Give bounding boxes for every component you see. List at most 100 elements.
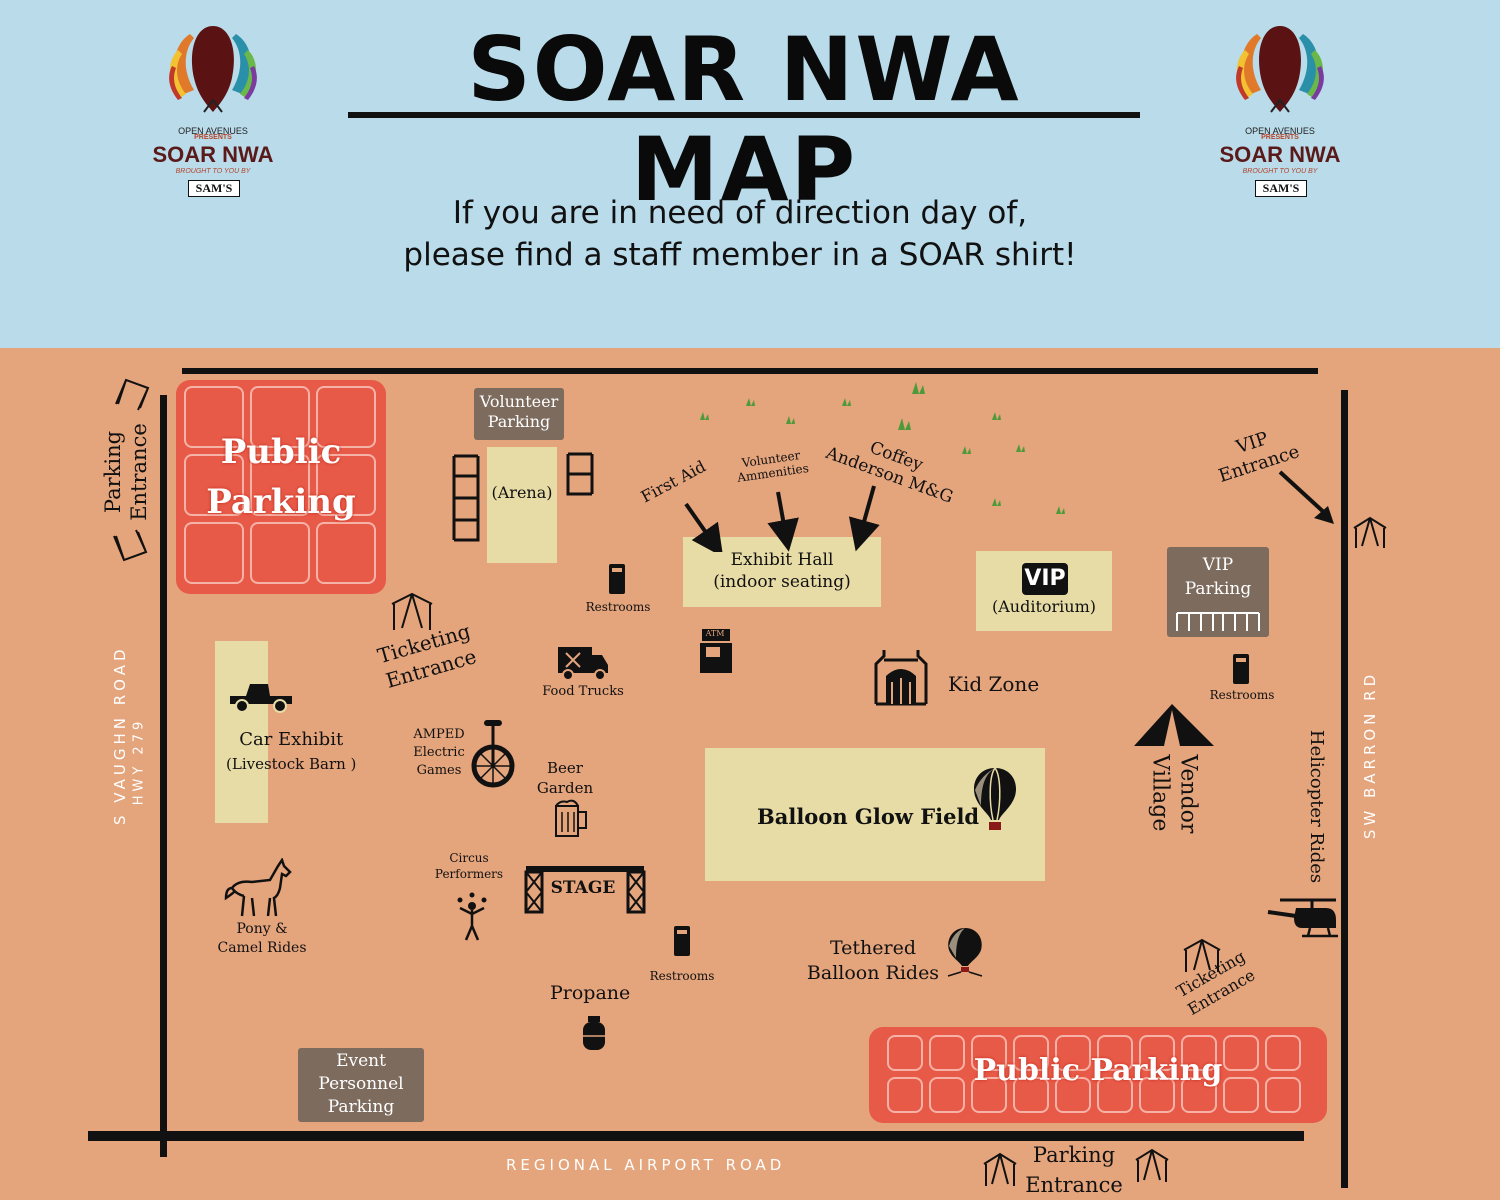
- logo-brought-by: BROUGHT TO YOU BY: [1242, 168, 1318, 175]
- amped-line-1: AMPED: [413, 727, 465, 742]
- subtitle-line-1: If you are in need of direction day of,: [452, 195, 1028, 231]
- event-personnel-line-1: Event: [336, 1051, 386, 1071]
- vip-badge: VIP: [1022, 563, 1068, 595]
- vip-auditorium[interactable]: VIP (Auditorium): [976, 551, 1112, 631]
- parking-stall: [1223, 1077, 1259, 1113]
- parking-stall: [971, 1035, 1007, 1071]
- parking-stall: [1013, 1035, 1049, 1071]
- vip-auditorium-label: (Auditorium): [991, 597, 1096, 616]
- logo-open-avenues: OPEN AVENUES: [178, 126, 248, 136]
- north-fence-line: [182, 368, 1318, 374]
- stage-label: STAGE: [550, 878, 616, 898]
- juggler-icon: [457, 892, 487, 941]
- vip-parking-line-2: Parking: [1184, 579, 1252, 599]
- public-parking-se[interactable]: Public Parking: [869, 1027, 1327, 1123]
- tent-icon: [1183, 938, 1221, 972]
- circus-line-2: Performers: [434, 867, 504, 881]
- amped-games-label: AMPED Electric Games: [406, 726, 472, 780]
- vip-parking-label: VIP Parking: [1167, 553, 1269, 601]
- public-parking-nw-label-1: Public: [220, 432, 342, 472]
- car-exhibit-barn[interactable]: [215, 641, 268, 823]
- event-personnel-parking[interactable]: Event Personnel Parking: [298, 1048, 424, 1122]
- balloon-logo-icon: [1236, 26, 1324, 113]
- logo-presents: PRESENTS: [194, 134, 232, 141]
- parking-stall: [1181, 1035, 1217, 1071]
- parking-stall: [316, 386, 376, 448]
- parking-stall: [1139, 1077, 1175, 1113]
- bleachers-icon: [566, 452, 594, 496]
- logo-soar-nwa: SOAR NWA: [152, 142, 274, 167]
- page-title: SOAR NWA MAP: [467, 18, 1021, 221]
- restrooms-label-south: Restrooms: [649, 969, 715, 983]
- public-parking-nw-label-2: Parking: [206, 482, 356, 522]
- tethered-line-2: Balloon Rides: [806, 962, 940, 984]
- vip-entrance-arrow: [1278, 470, 1334, 524]
- restrooms-label-north: Restrooms: [585, 600, 651, 614]
- parking-stall: [250, 386, 310, 448]
- parking-stall: [1265, 1035, 1301, 1071]
- vendor-village-line-2: Village: [1147, 754, 1173, 832]
- parking-stall: [1013, 1077, 1049, 1113]
- pony-line-1: Pony &: [236, 921, 288, 937]
- parking-stall: [184, 386, 244, 448]
- parking-stall: [1097, 1077, 1133, 1113]
- parking-stall: [184, 454, 244, 516]
- circus-line-1: Circus: [449, 851, 489, 865]
- tent-icon: [391, 592, 433, 630]
- parking-stall: [184, 522, 244, 584]
- coffey-arrow: [848, 485, 880, 552]
- parking-stall: [250, 522, 310, 584]
- logo-sams: SAM'S: [188, 180, 240, 197]
- vendor-village-line-1: Vendor: [1175, 754, 1201, 834]
- balloon-glow-field[interactable]: Balloon Glow Field: [705, 748, 1045, 881]
- tent-icon: [113, 529, 148, 562]
- tent-icon: [983, 1152, 1017, 1186]
- exhibit-hall-line-2: (indoor seating): [713, 572, 851, 592]
- parking-stall: [929, 1035, 965, 1071]
- hot-air-balloon-icon: [973, 767, 1017, 830]
- logo-brought-by: BROUGHT TO YOU BY: [175, 168, 251, 175]
- balloon-logo-icon: [169, 26, 257, 113]
- arena-label: (Arena): [491, 483, 553, 502]
- event-personnel-line-3: Parking: [327, 1097, 395, 1117]
- s-vaughn-road-line: [160, 395, 167, 1157]
- volunteer-parking-line-1: Volunteer: [479, 392, 559, 411]
- parking-stall: [250, 454, 310, 516]
- restroom-icon: [609, 564, 625, 594]
- volunteer-parking[interactable]: Volunteer Parking: [474, 388, 564, 440]
- amped-line-2: Electric: [413, 745, 465, 760]
- soar-logo-right: OPEN AVENUES PRESENTS SOAR NWA BROUGHT T…: [1205, 20, 1355, 197]
- volunteer-parking-line-2: Parking: [487, 412, 551, 431]
- parking-stall: [1265, 1077, 1301, 1113]
- parking-stall: [316, 454, 376, 516]
- regional-airport-road-label: REGIONAL AIRPORT ROAD: [506, 1156, 786, 1174]
- direction-arrows: [684, 485, 880, 552]
- hwy-279-label: HWY 279: [131, 717, 147, 806]
- beer-garden-line-1: Beer: [547, 759, 583, 777]
- parking-stall: [1055, 1077, 1091, 1113]
- beer-garden-label: Beer Garden: [532, 758, 598, 798]
- page-subtitle: If you are in need of direction day of, …: [330, 192, 1150, 276]
- restroom-icon: [1233, 654, 1249, 684]
- logo-soar-nwa: SOAR NWA: [1219, 142, 1341, 167]
- public-parking-nw[interactable]: Public Parking: [176, 380, 386, 594]
- header-banner: OPEN AVENUES PRESENTS SOAR NWA BROUGHT T…: [0, 0, 1500, 348]
- restroom-icon: [674, 926, 690, 956]
- tent-icon: [115, 378, 150, 411]
- vip-parking[interactable]: VIP Parking: [1167, 547, 1269, 637]
- parking-stall: [929, 1077, 965, 1113]
- atm-label: ATM: [705, 629, 725, 638]
- tethered-balloon-icon: [947, 928, 983, 977]
- car-exhibit-label: Car Exhibit (Livestock Barn ): [226, 728, 356, 776]
- unicycle-icon: [471, 720, 515, 788]
- pony-line-2: Camel Rides: [217, 940, 307, 956]
- parking-entrance-south: Parking Entrance: [1018, 1140, 1130, 1200]
- first-aid-arrow: [684, 502, 724, 552]
- exhibit-hall-label: Exhibit Hall (indoor seating): [683, 549, 881, 593]
- helicopter-icon: [1267, 898, 1338, 938]
- logo-open-avenues: OPEN AVENUES: [1245, 126, 1315, 136]
- soar-logo-left: OPEN AVENUES PRESENTS SOAR NWA BROUGHT T…: [138, 20, 288, 197]
- arena[interactable]: (Arena): [487, 447, 557, 563]
- regional-airport-road-line: [88, 1131, 1304, 1141]
- parking-stall: [971, 1077, 1007, 1113]
